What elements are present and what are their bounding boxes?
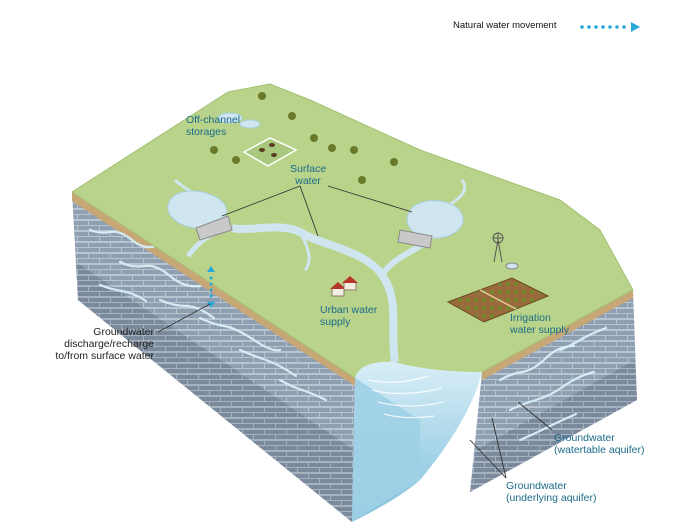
label-surface-water: Surface water xyxy=(290,163,327,187)
windmill-icon xyxy=(492,232,504,263)
field-divider xyxy=(479,289,517,310)
legend-label: Natural water movement xyxy=(453,20,557,31)
label-groundwater-watertable: Groundwater (watertable aquifer) xyxy=(554,432,645,456)
left-soil-band xyxy=(72,192,355,386)
off-channel-storage xyxy=(217,112,243,124)
label-irrigation-water-supply: Irrigation water supply xyxy=(510,312,569,336)
label-groundwater-discharge: Groundwater discharge/recharge to/from s… xyxy=(55,326,154,362)
paddock xyxy=(242,137,298,167)
reservoir-right xyxy=(406,200,464,239)
left-lower-strata xyxy=(76,262,354,522)
right-lower-strata xyxy=(470,360,637,492)
house-icon xyxy=(330,276,358,297)
label-off-channel-storages: Off-channel storages xyxy=(186,114,241,138)
dam-left xyxy=(195,215,233,241)
cattle-icon xyxy=(259,143,277,157)
label-leader-lines xyxy=(157,185,553,479)
off-channel-storage xyxy=(239,119,261,129)
river-front-face xyxy=(352,378,420,522)
main-river xyxy=(231,223,399,363)
groundwater-veins xyxy=(88,228,608,442)
river-flow-lines xyxy=(367,375,445,419)
right-soil-band xyxy=(482,290,633,380)
label-groundwater-underlying: Groundwater (underlying aquifer) xyxy=(506,480,597,504)
water-tank xyxy=(505,262,519,270)
groundwater-exchange-arrow xyxy=(207,266,215,308)
label-urban-water-supply: Urban water supply xyxy=(320,304,378,328)
tree-icon xyxy=(210,92,398,184)
tributary xyxy=(298,231,311,271)
dotted-arrow-icon xyxy=(580,22,640,32)
dam-right xyxy=(397,229,433,249)
